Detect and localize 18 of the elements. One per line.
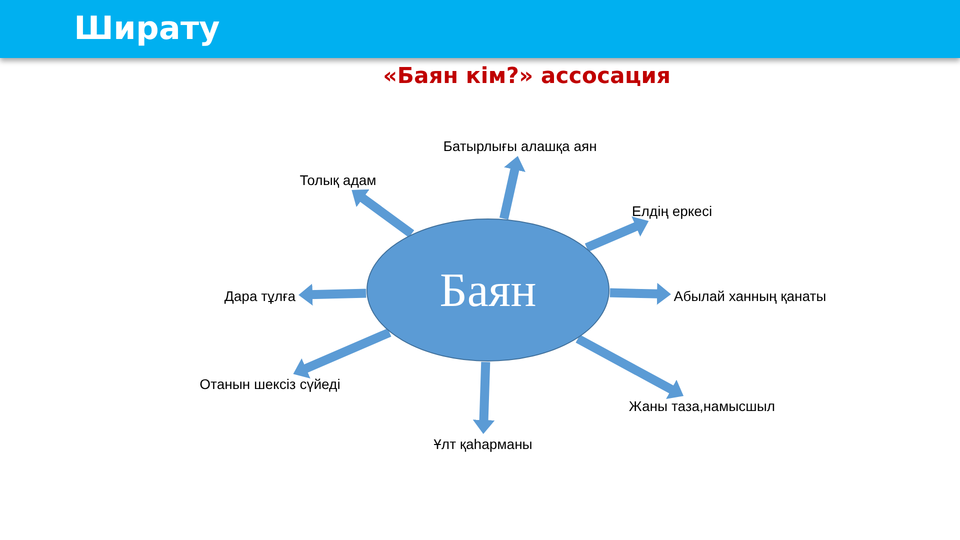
block-arrow — [576, 334, 686, 400]
association-text: Батырлығы алашқа аян — [443, 138, 597, 154]
association-text: Ұлт қаһарманы — [434, 436, 532, 452]
slide-title: Ширату — [74, 9, 220, 47]
block-arrow — [291, 328, 392, 379]
block-arrow — [584, 216, 650, 252]
block-arrow — [298, 284, 366, 306]
association-text: Дара тұлға — [224, 288, 296, 304]
center-term: Баян — [440, 262, 536, 318]
association-text: Отанын шексіз сүйеді — [200, 376, 340, 392]
block-arrow — [610, 282, 672, 305]
association-text: Абылай ханның қанаты — [674, 288, 826, 304]
subtitle: «Баян кім?» ассосация — [383, 64, 671, 89]
association-text: Толық адам — [300, 172, 376, 188]
association-text: Жаны таза,намысшыл — [628, 398, 776, 414]
block-arrow — [472, 362, 495, 434]
block-arrow — [499, 155, 526, 220]
association-text: Елдің еркесі — [632, 203, 712, 219]
